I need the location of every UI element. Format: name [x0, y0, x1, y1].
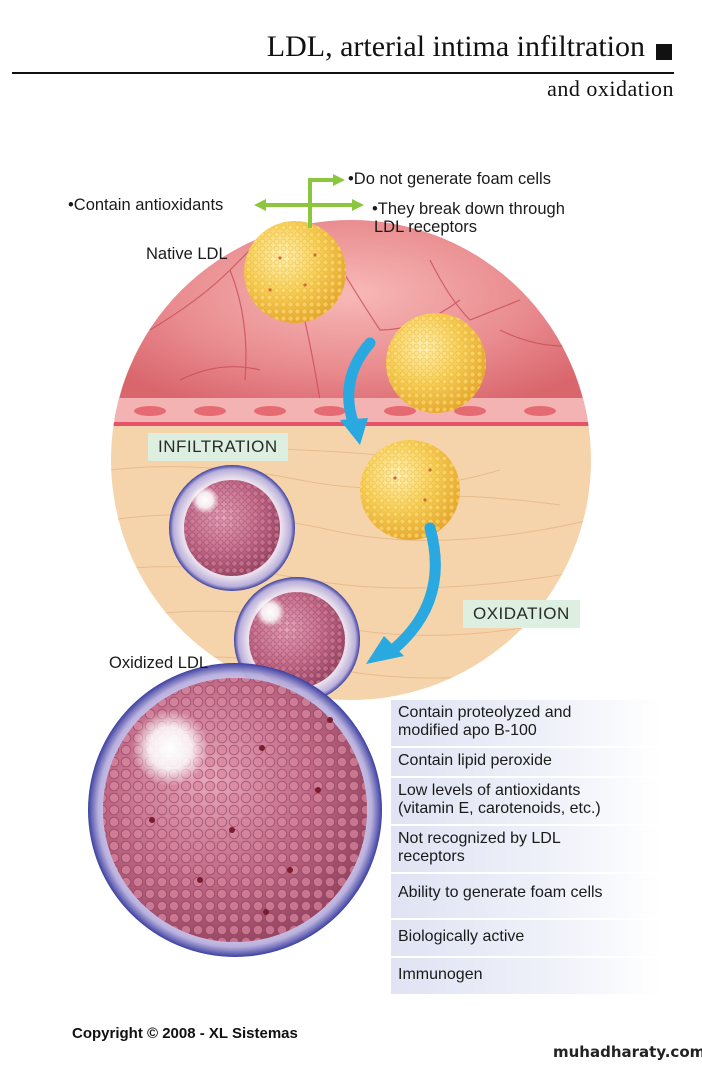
property-text: Not recognized by LDL — [398, 830, 561, 847]
page-title: LDL, arterial intima infiltration — [266, 30, 645, 63]
native-ldl-receptors-line1: •They break down through — [372, 200, 565, 218]
oxidized-ldl-particle-small-1 — [169, 465, 295, 591]
oxidation-label: OXIDATION — [463, 600, 580, 628]
property-item: Biologically active — [391, 920, 661, 958]
infiltration-arrow — [340, 337, 376, 445]
property-text: Biologically active — [398, 928, 525, 945]
ldl-particle-intima — [360, 440, 460, 540]
oxidized-ldl-properties-list: Contain proteolyzed and modified apo B-1… — [391, 700, 661, 996]
site-watermark: muhadharaty.com — [553, 1043, 702, 1061]
property-text: Contain proteolyzed and — [398, 704, 572, 721]
page-subtitle: and oxidation — [547, 76, 674, 101]
property-item: Immunogen — [391, 958, 661, 996]
property-text: receptors — [398, 848, 465, 865]
property-item: Not recognized by LDL receptors — [391, 826, 661, 874]
property-item: Low levels of antioxidants (vitamin E, c… — [391, 778, 661, 826]
oxidized-ldl-particle-large — [88, 663, 382, 957]
infiltration-label: INFILTRATION — [148, 433, 288, 461]
oxidation-arrow — [366, 522, 441, 664]
property-text: Low levels of antioxidants — [398, 782, 581, 799]
native-ldl-receptors-line2: LDL receptors — [374, 218, 478, 236]
property-item: Ability to generate foam cells — [391, 874, 661, 920]
property-text: Contain lipid peroxide — [398, 752, 552, 769]
property-item: Contain proteolyzed and modified apo B-1… — [391, 700, 661, 748]
property-text: (vitamin E, carotenoids, etc.) — [398, 800, 601, 817]
native-ldl-label: Native LDL — [146, 245, 228, 263]
title-square-marker — [656, 44, 672, 60]
property-text: modified apo B-100 — [398, 722, 537, 739]
title-divider — [12, 72, 674, 74]
native-ldl-property-arrows — [254, 174, 364, 228]
property-item: Contain lipid peroxide — [391, 748, 661, 778]
native-ldl-particle — [244, 221, 346, 323]
property-text: Immunogen — [398, 966, 483, 983]
native-ldl-no-foam-cells: •Do not generate foam cells — [348, 170, 551, 188]
property-text: Ability to generate foam cells — [398, 884, 603, 901]
oxidized-ldl-label: Oxidized LDL — [109, 654, 209, 672]
copyright-notice: Copyright © 2008 - XL Sistemas — [72, 1025, 298, 1042]
native-ldl-antioxidants: •Contain antioxidants — [68, 196, 224, 214]
ldl-particle-lumen — [386, 313, 486, 413]
